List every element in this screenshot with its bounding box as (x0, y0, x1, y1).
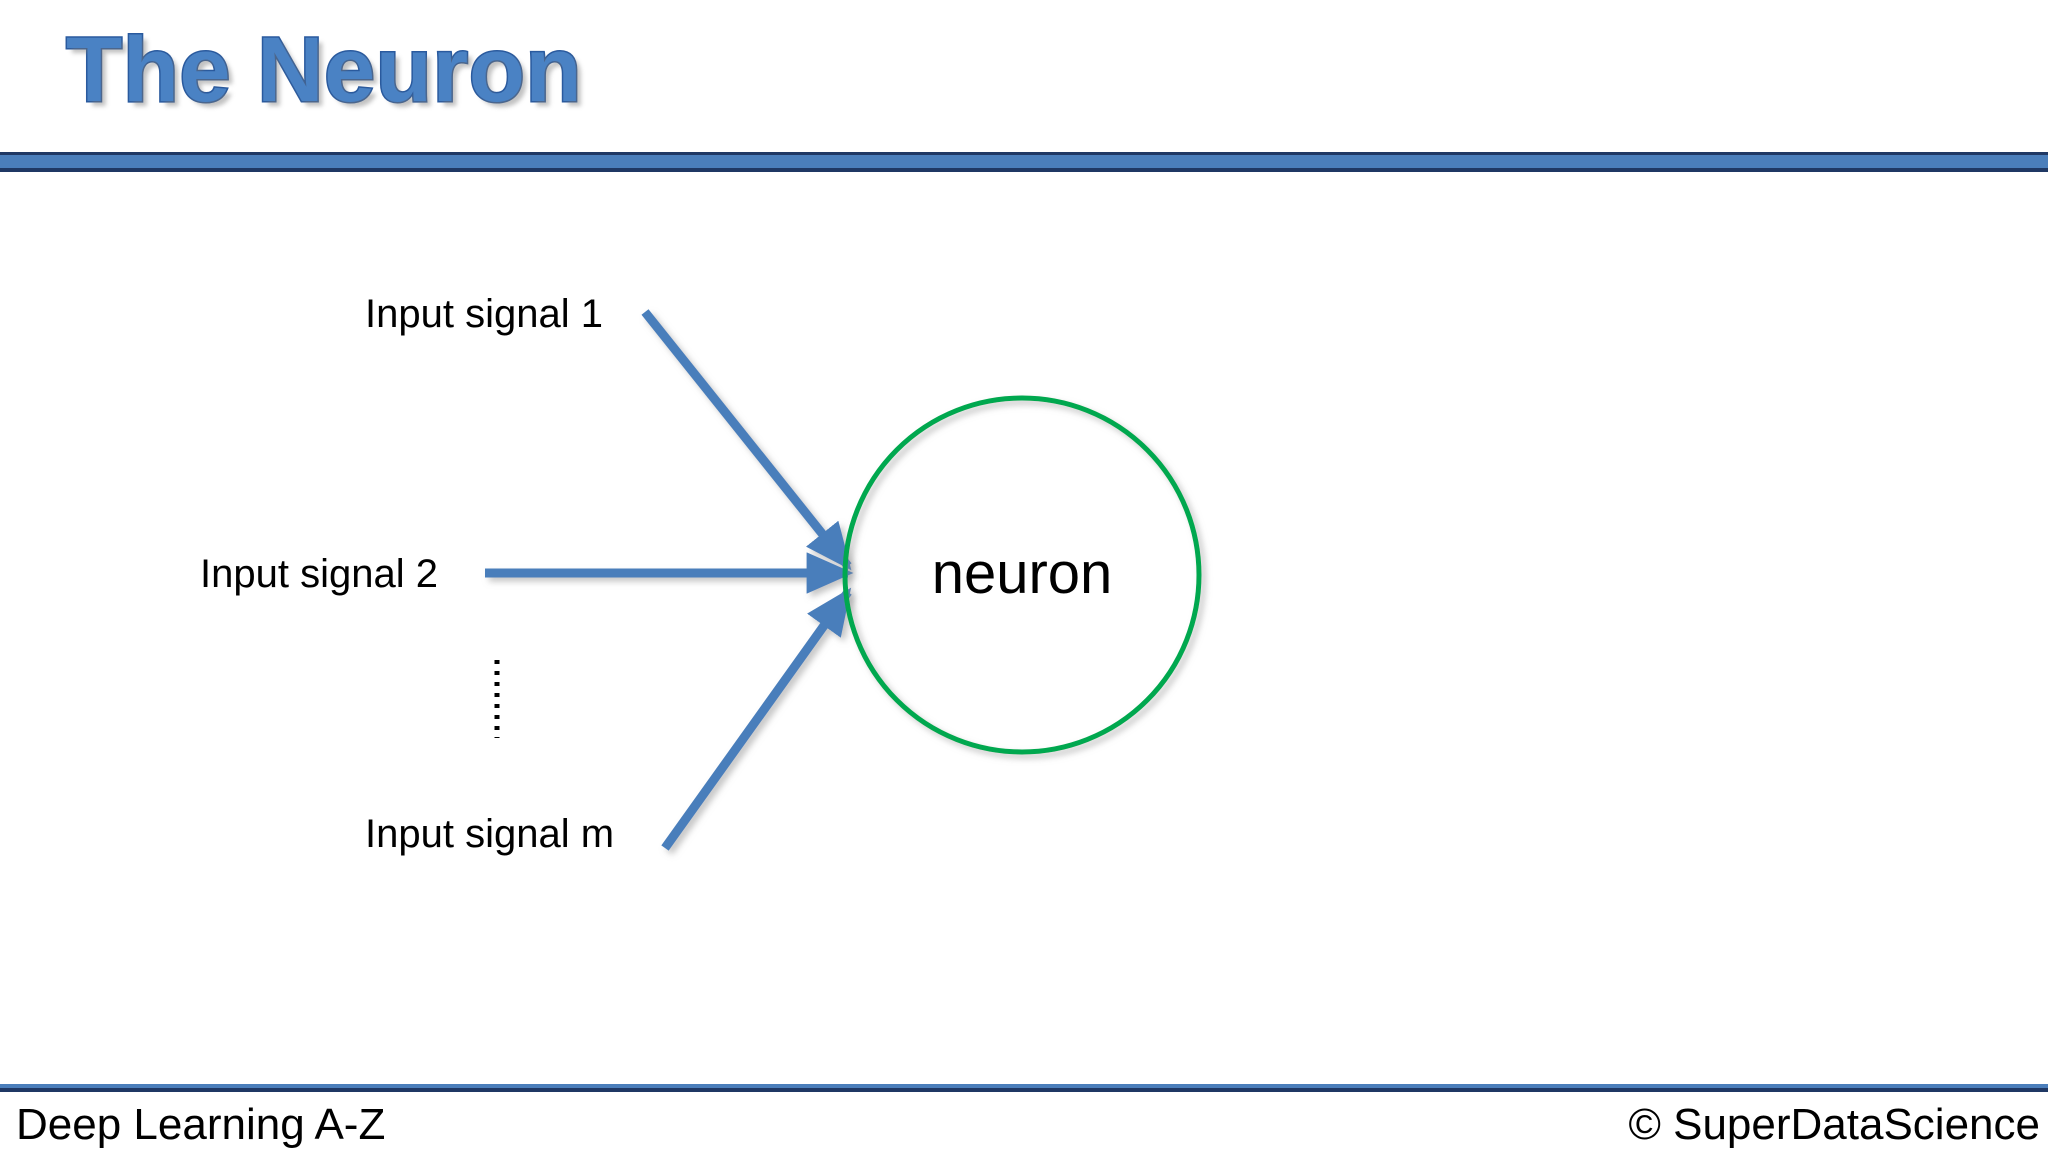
footer-copyright: © SuperDataScience (1628, 1100, 2040, 1149)
input-signal-m-label: Input signal m (365, 812, 615, 856)
footer-divider-navy-line (0, 1088, 2048, 1092)
page-title: The Neuron (64, 18, 583, 123)
footer-course-name: Deep Learning A-Z (16, 1100, 386, 1149)
header-divider-band (0, 155, 2048, 168)
neuron-label: neuron (931, 541, 1113, 606)
footer-divider-blue-line (0, 1084, 2048, 1088)
header-divider (0, 152, 2048, 172)
arrow-input-m (661, 587, 852, 851)
input-signal-2-label: Input signal 2 (200, 552, 438, 596)
arrow-input-1 (641, 309, 852, 571)
neuron-circle (842, 395, 1202, 755)
header-divider-top-line (0, 152, 2048, 155)
input-signal-1-label: Input signal 1 (365, 292, 603, 336)
header-divider-bottom-line (0, 168, 2048, 172)
input-arrows (485, 309, 854, 851)
footer-divider (0, 1084, 2048, 1092)
